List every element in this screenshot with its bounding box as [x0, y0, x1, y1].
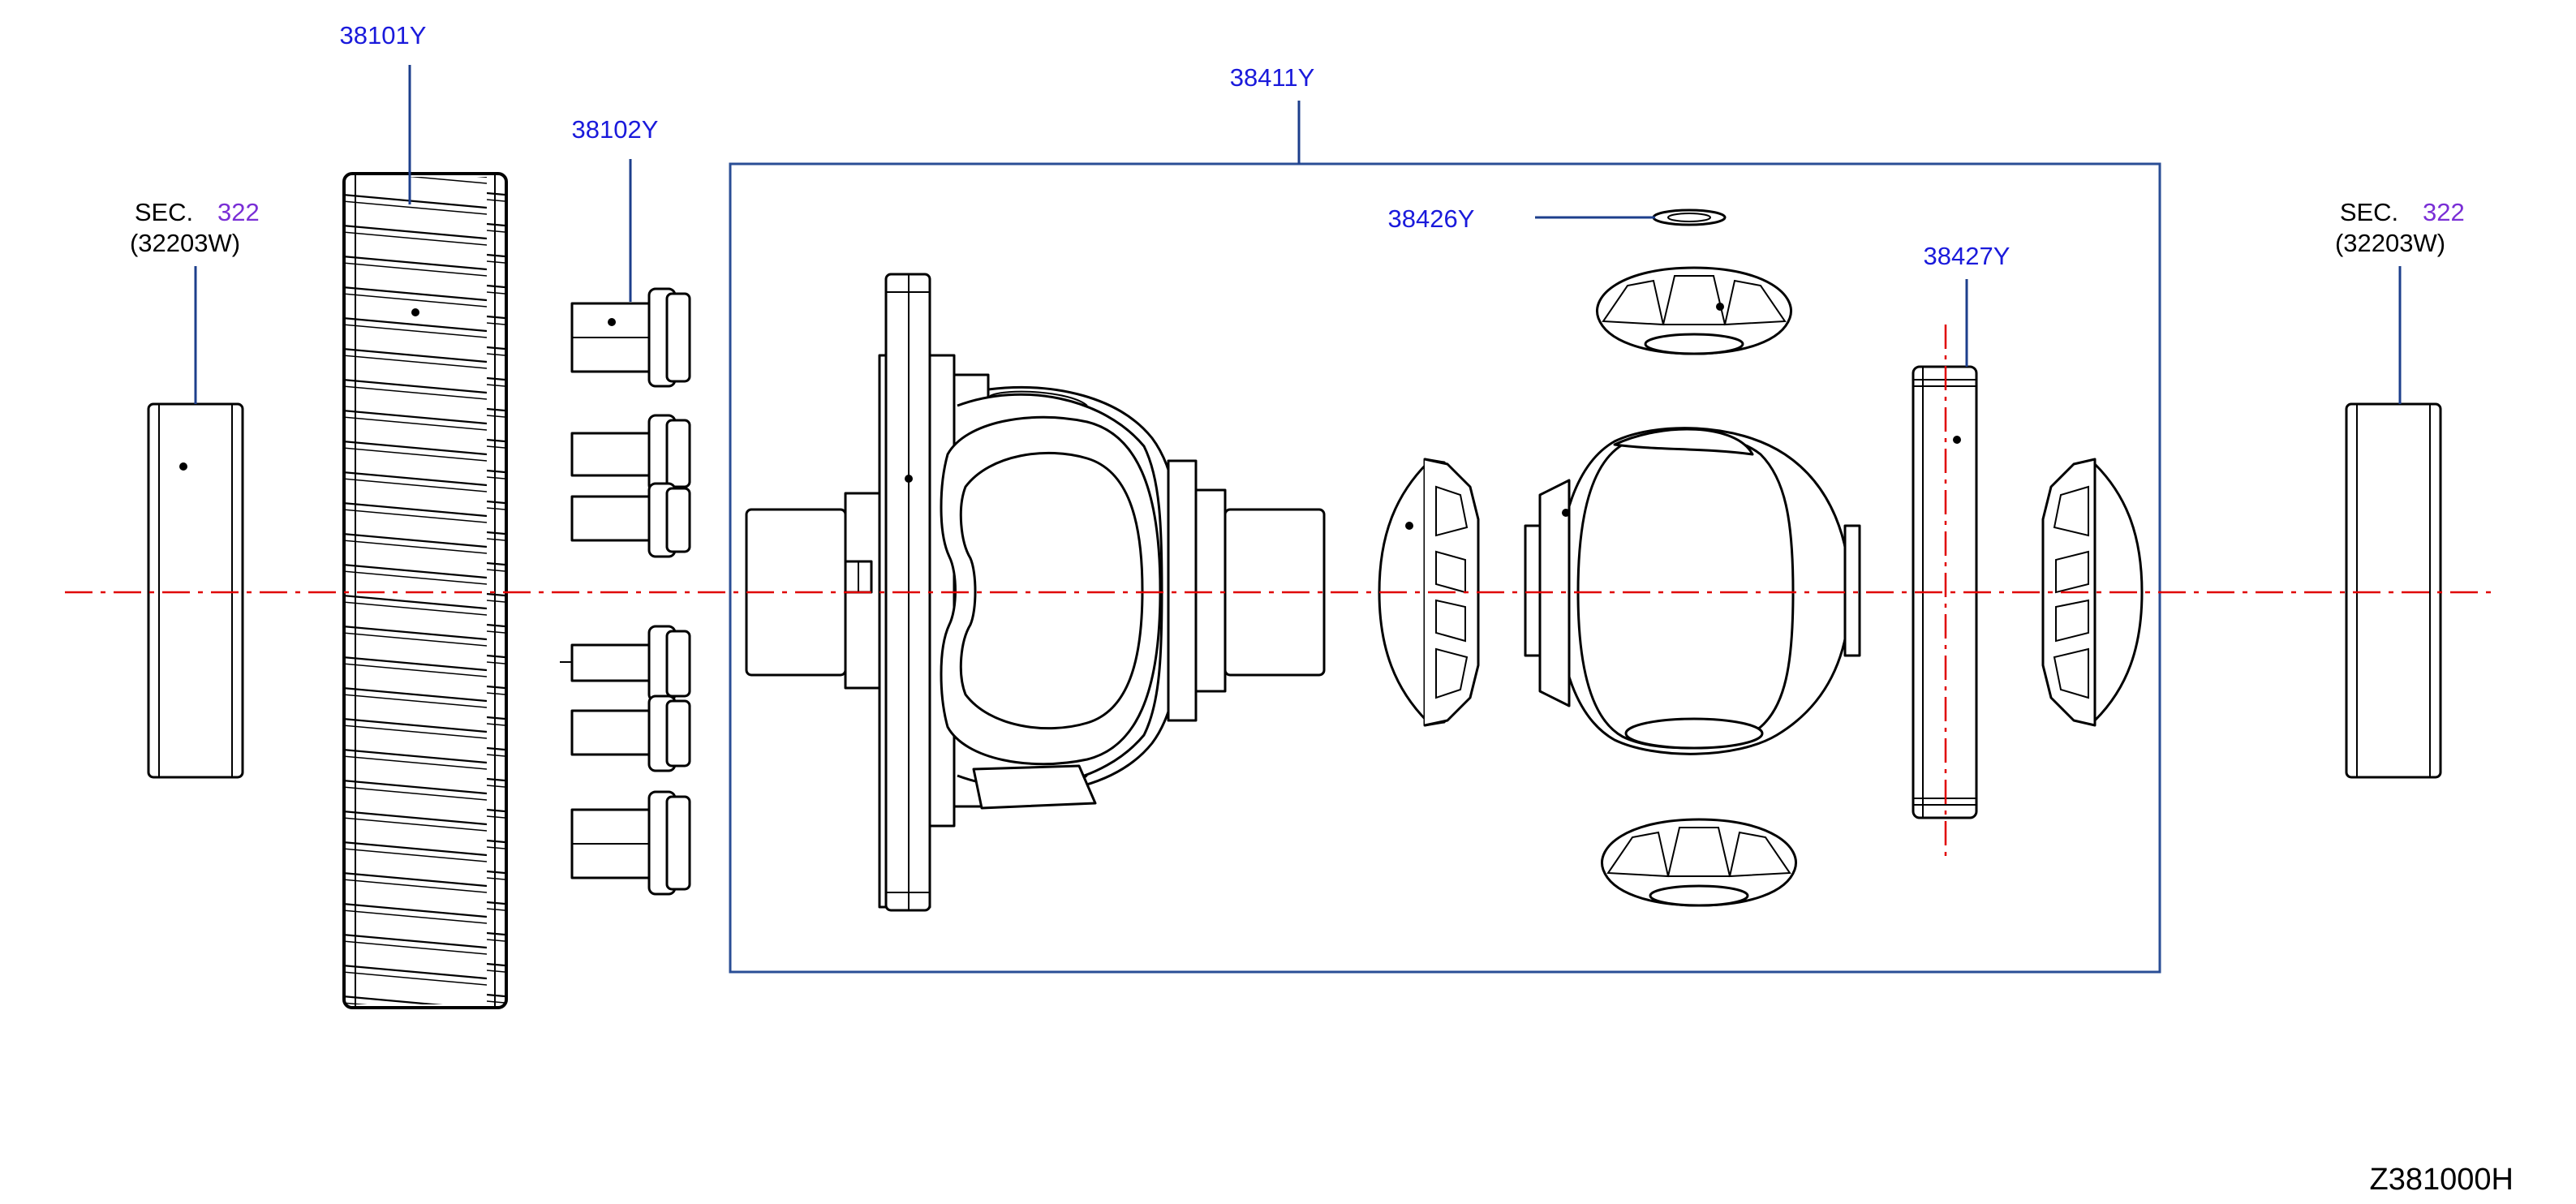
right-sec-number[interactable]: 322 — [2423, 198, 2465, 226]
right-sec-part: (32203W) — [2335, 229, 2445, 257]
bolt-3 — [570, 482, 691, 558]
left-bearing — [147, 402, 244, 779]
ring-gear-callout[interactable]: 38101Y — [340, 21, 427, 49]
left-sec-label: SEC. — [135, 198, 193, 226]
diagram-code: Z381000H — [2370, 1163, 2514, 1197]
ring-gear — [342, 172, 508, 1009]
right-bearing — [2345, 402, 2442, 779]
bolt-1 — [570, 287, 691, 388]
pinion-gear-top — [1596, 266, 1792, 355]
snap-ring-callout[interactable]: 38426Y — [1388, 204, 1475, 233]
bolt-2 — [570, 414, 691, 493]
bolt-6 — [570, 790, 691, 896]
diff-assembly-callout[interactable]: 38411Y — [1230, 63, 1315, 92]
differential-case — [745, 273, 1326, 912]
differential-case-body — [1524, 427, 1861, 755]
right-sec-label: SEC. — [2340, 198, 2398, 226]
diff-assembly-box — [729, 162, 2161, 974]
bolt-callout[interactable]: 38102Y — [572, 115, 659, 144]
bolt-5 — [570, 694, 691, 772]
left-sec-part: (32203W) — [130, 229, 240, 257]
pinion-shaft-callout[interactable]: 38427Y — [1924, 242, 2010, 270]
ring-gear-bolts — [560, 287, 691, 896]
pinion-gear-bottom — [1601, 818, 1797, 907]
left-sec-number[interactable]: 322 — [217, 198, 260, 226]
bolt-4 — [560, 625, 691, 703]
snap-ring — [1652, 209, 1727, 226]
